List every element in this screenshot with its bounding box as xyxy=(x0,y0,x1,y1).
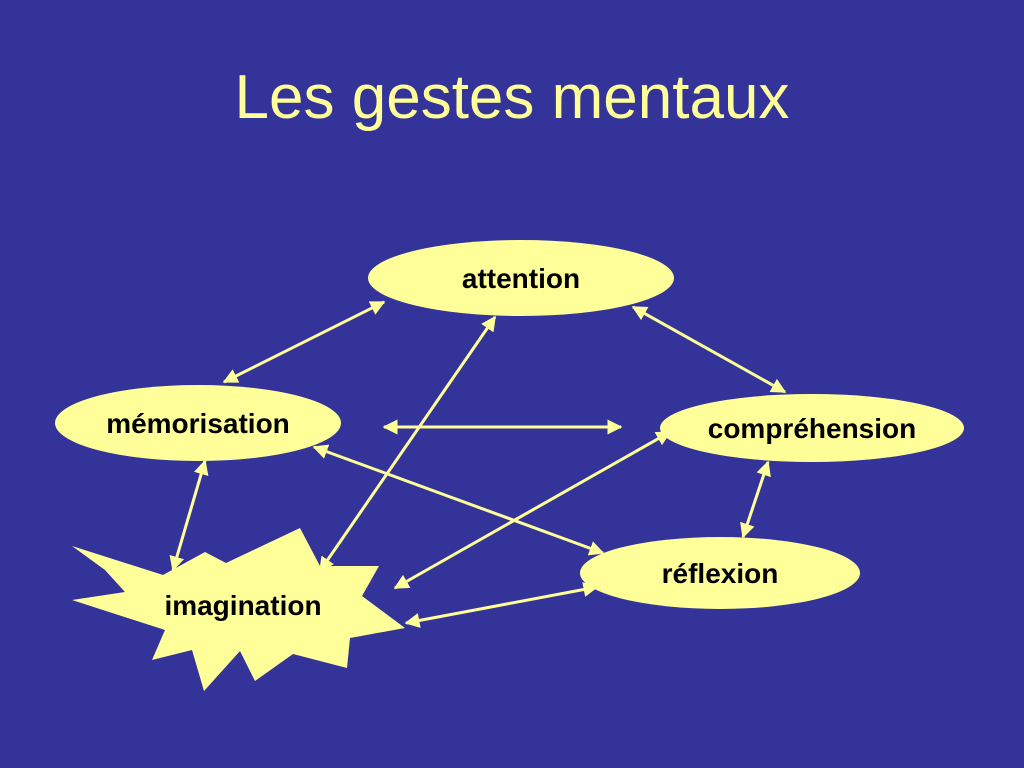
connector-attention-comprehension xyxy=(631,305,787,394)
connectors xyxy=(169,300,787,628)
node-imagination: imagination xyxy=(72,528,405,691)
connector-comprehension-reflexion xyxy=(740,460,771,539)
node-imagination-label: imagination xyxy=(164,590,321,621)
node-memorisation-label: mémorisation xyxy=(106,408,290,439)
node-reflexion-shape xyxy=(580,537,860,609)
node-imagination-starburst xyxy=(72,528,405,691)
connector-comprehension-imagination xyxy=(393,430,672,590)
slide-title: Les gestes mentaux xyxy=(234,63,790,132)
connector-memorisation-reflexion xyxy=(312,444,605,556)
node-comprehension-shape xyxy=(660,394,964,462)
node-attention-label: attention xyxy=(462,263,580,294)
connector-memorisation-imagination xyxy=(169,459,209,572)
node-reflexion: réflexion xyxy=(580,537,860,609)
connector-reflexion-imagination xyxy=(404,582,599,628)
node-comprehension: compréhension xyxy=(660,394,964,462)
connector-attention-memorisation xyxy=(222,300,386,384)
node-comprehension-label: compréhension xyxy=(708,413,916,444)
node-memorisation: mémorisation xyxy=(55,385,341,461)
node-attention-shape xyxy=(368,240,674,316)
connector-attention-imagination xyxy=(318,315,497,573)
node-memorisation-shape xyxy=(55,385,341,461)
node-attention: attention xyxy=(368,240,674,316)
node-reflexion-label: réflexion xyxy=(662,558,779,589)
